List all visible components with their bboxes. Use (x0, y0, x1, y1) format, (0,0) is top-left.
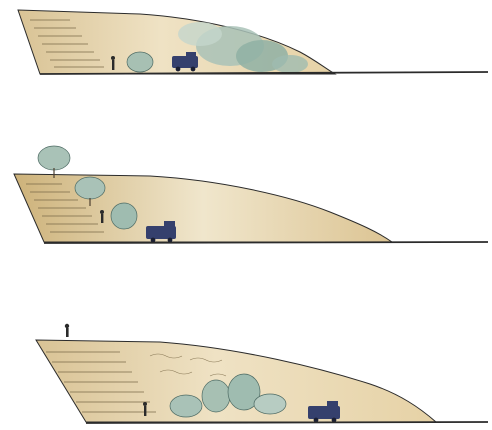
section-3 (36, 324, 488, 423)
section-2-ground-line (44, 242, 488, 243)
section-2-tree-low (111, 203, 137, 229)
section-3-person-top (65, 324, 69, 337)
section-1-shrub (127, 52, 153, 72)
section-3-ground-line (86, 422, 488, 423)
section-1 (18, 10, 488, 74)
section-2 (14, 146, 488, 243)
section-2-tree-top (38, 146, 70, 178)
